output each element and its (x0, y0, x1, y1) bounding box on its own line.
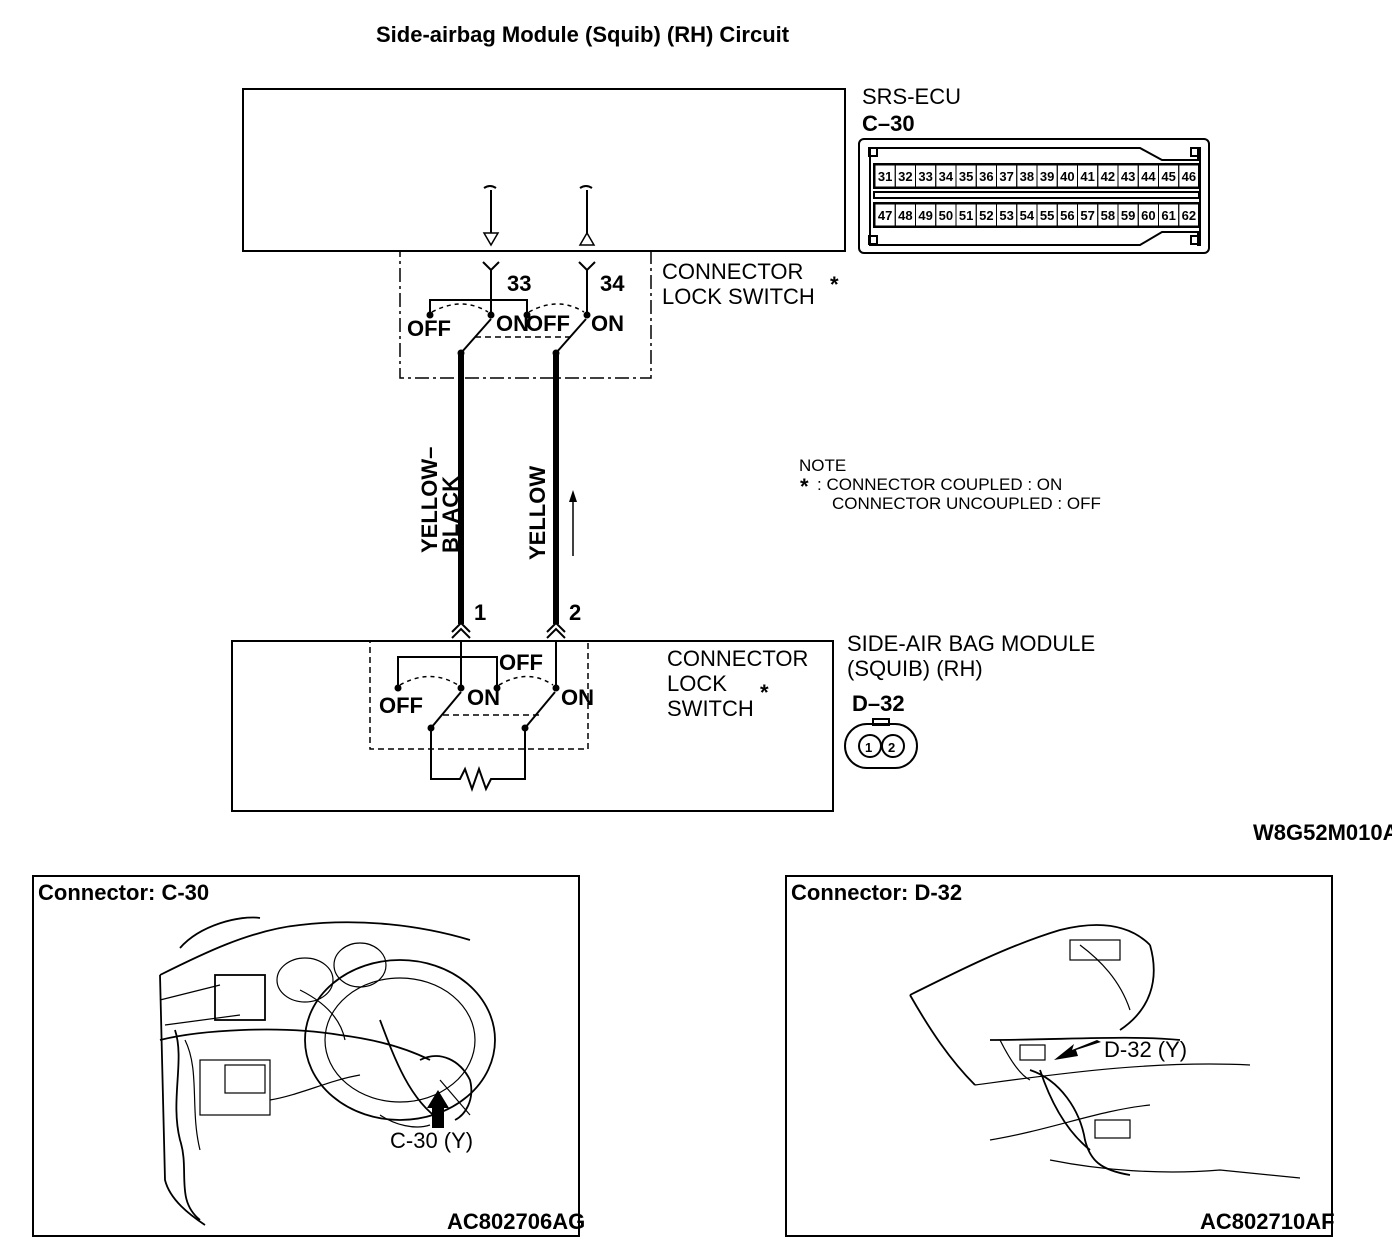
ecu-name: SRS-ECU (862, 84, 961, 109)
ecu-pin-cell (1178, 164, 1200, 188)
ecu-switch-left (426, 299, 591, 357)
ecu-pin-52: 52 (979, 208, 993, 223)
ecu-pin-33-label: 33 (507, 271, 531, 296)
ecu-pin-37: 37 (999, 169, 1013, 184)
ecu-pin-34-label: 34 (600, 271, 625, 296)
module-name-line2: (SQUIB) (RH) (847, 656, 983, 681)
ecu-off-label-left: OFF (407, 316, 451, 341)
ecu-pin-48: 48 (898, 208, 912, 223)
ecu-pin-56: 56 (1060, 208, 1074, 223)
ecu-pin-cell (1178, 203, 1200, 227)
ecu-pin-43: 43 (1121, 169, 1135, 184)
module-off-label-left: OFF (379, 693, 423, 718)
wire-color-right: YELLOW (525, 466, 550, 560)
ecu-pin-38: 38 (1020, 169, 1034, 184)
panel-d32 (785, 875, 1333, 1237)
ecu-pin-57: 57 (1080, 208, 1094, 223)
module-switch-asterisk: * (760, 680, 769, 705)
ecu-pin-49: 49 (918, 208, 932, 223)
module-on-label-left: ON (467, 685, 500, 710)
module-pin-1-label: 1 (474, 600, 486, 625)
ecu-pin-45: 45 (1161, 169, 1175, 184)
ecu-pin-54: 54 (1020, 208, 1035, 223)
note-line1: : CONNECTOR COUPLED : ON (817, 475, 1062, 494)
module-on-label-right: ON (561, 685, 594, 710)
ecu-pin-51: 51 (959, 208, 973, 223)
ecu-pin-40: 40 (1060, 169, 1074, 184)
module-connector-id: D–32 (852, 691, 905, 716)
ecu-pin-58: 58 (1101, 208, 1115, 223)
note-heading: NOTE (799, 456, 846, 475)
ecu-switch-label-line2: LOCK SWITCH (662, 284, 815, 309)
ecu-pin-31: 31 (878, 169, 892, 184)
ecu-pin-39: 39 (1040, 169, 1054, 184)
ecu-pin-62: 62 (1182, 208, 1196, 223)
figure-code: W8G52M010A (1253, 820, 1392, 845)
module-switch-label-line2: LOCK (667, 671, 727, 696)
diagram-title: Side-airbag Module (Squib) (RH) Circuit (376, 22, 790, 47)
ecu-pin-55: 55 (1040, 208, 1054, 223)
ecu-pin-50: 50 (939, 208, 953, 223)
module-face-pin-1: 1 (865, 740, 872, 755)
ecu-terminal-33 (482, 185, 500, 247)
ecu-pin-34: 34 (939, 169, 954, 184)
ecu-pin-46: 46 (1182, 169, 1196, 184)
ecu-pin-42: 42 (1101, 169, 1115, 184)
ecu-terminal-34 (578, 185, 596, 246)
dashboard-illustration (159, 916, 496, 1226)
seat-illustration (909, 924, 1301, 1179)
ecu-pin-47: 47 (878, 208, 892, 223)
ecu-switch-asterisk: * (830, 272, 839, 297)
panel-c30-code: AC802706AG (447, 1209, 585, 1234)
ecu-pin-32: 32 (898, 169, 912, 184)
module-pin-2-label: 2 (569, 600, 581, 625)
module-switch-label-line3: SWITCH (667, 696, 754, 721)
ecu-on-label-left: ON (496, 311, 529, 336)
ecu-pin-41: 41 (1080, 169, 1094, 184)
note-line2: CONNECTOR UNCOUPLED : OFF (832, 494, 1101, 513)
panel-d32-callout: D-32 (Y) (1104, 1037, 1187, 1062)
module-connector-face: 1 2 (844, 718, 918, 769)
module-plug-left (451, 621, 471, 639)
ecu-pin-33: 33 (918, 169, 932, 184)
ecu-on-label-right: ON (591, 311, 624, 336)
ecu-pin-60: 60 (1141, 208, 1155, 223)
note-asterisk: * (800, 474, 809, 499)
ecu-pin-35: 35 (959, 169, 973, 184)
wire-color-left-line2: BLACK (438, 476, 463, 553)
ecu-lock-switch-box (399, 250, 652, 379)
wire-color-left-line1: YELLOW– (417, 447, 442, 553)
ecu-pin-36: 36 (979, 169, 993, 184)
module-face-pin-2: 2 (888, 740, 895, 755)
panel-d32-title: Connector: D-32 (791, 880, 962, 905)
ecu-pin-44: 44 (1141, 169, 1156, 184)
ecu-pin-59: 59 (1121, 208, 1135, 223)
module-lock-switch-box (369, 640, 589, 750)
ecu-connector-id: C–30 (862, 111, 915, 136)
ecu-off-label-right: OFF (526, 311, 570, 336)
ecu-pin-61: 61 (1161, 208, 1175, 223)
module-switch-label-line1: CONNECTOR (667, 646, 808, 671)
ecu-pin-row-top: 31 32 33 34 35 36 37 38 39 40 41 42 43 44 45 46 (874, 164, 1200, 188)
ecu-box (242, 88, 846, 252)
panel-c30-callout: C-30 (Y) (390, 1128, 473, 1153)
module-name-line1: SIDE-AIR BAG MODULE (847, 631, 1095, 656)
module-plug-right (546, 621, 566, 639)
panel-d32-code: AC802710AF (1200, 1209, 1335, 1234)
ecu-switch-label-line1: CONNECTOR (662, 259, 803, 284)
panel-c30 (32, 875, 580, 1237)
module-off-label-right: OFF (499, 650, 543, 675)
ecu-pin-53: 53 (999, 208, 1013, 223)
module-switch (394, 641, 560, 793)
ecu-pin-row-bottom: 47 48 49 50 51 52 53 54 55 56 57 58 59 60 61 62 (874, 203, 1200, 227)
panel-c30-title: Connector: C-30 (38, 880, 209, 905)
ecu-connector-face: 31 32 33 34 35 36 37 38 39 40 41 42 43 44 45 46 47 48 49 5… (858, 138, 1210, 254)
